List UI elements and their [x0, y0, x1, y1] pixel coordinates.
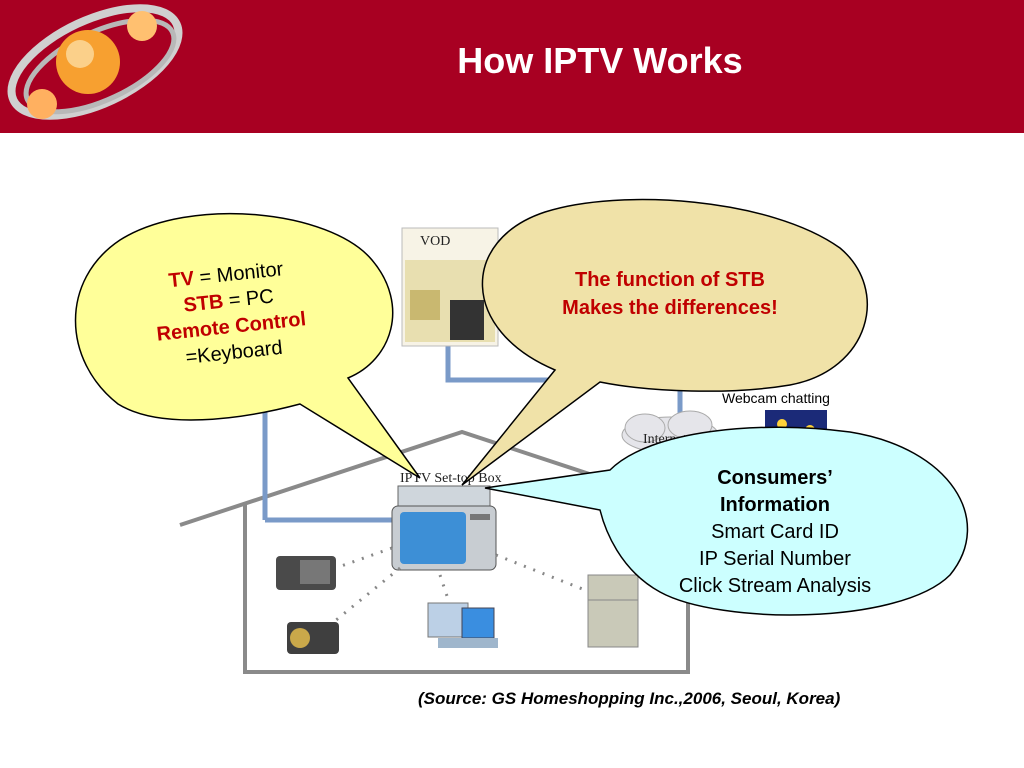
consumers-title: Consumers’ [717, 467, 833, 489]
bubble-yellow [74, 212, 421, 479]
stb-value: = PC [222, 285, 275, 313]
differences-line: Makes the differences! [562, 297, 778, 319]
smart-card-item: Smart Card ID [711, 521, 839, 543]
computer-icon [427, 602, 498, 648]
camera-icon [287, 622, 339, 654]
source-citation: (Source: GS Homeshopping Inc.,2006, Seou… [418, 689, 841, 708]
cyan-bubble-text: Consumers’ Information Smart Card ID IP … [620, 465, 930, 600]
click-stream-item: Click Stream Analysis [678, 575, 872, 597]
tv-key: TV [167, 267, 196, 293]
vod-label: VOD [420, 234, 450, 249]
stb-function-line: The function of STB [575, 269, 765, 291]
internet-cloud-icon [621, 410, 719, 454]
webcam-label: Webcam chatting [722, 390, 830, 406]
appliance-icon [587, 574, 639, 648]
telephone-icon [276, 556, 336, 590]
device-connections [329, 546, 586, 627]
header-bar: How IPTV Works [0, 0, 1024, 133]
information-title: Information [720, 494, 830, 516]
orbit-logo-icon [7, 4, 183, 120]
bubble-tan [461, 198, 868, 486]
page-title: How IPTV Works [457, 40, 743, 81]
tv-set-top-box-icon [391, 485, 497, 571]
bubble-cyan [484, 426, 969, 616]
stb-key: STB [182, 290, 225, 317]
tan-bubble-text: The function of STB Makes the difference… [500, 266, 840, 322]
ip-serial-item: IP Serial Number [699, 548, 851, 570]
